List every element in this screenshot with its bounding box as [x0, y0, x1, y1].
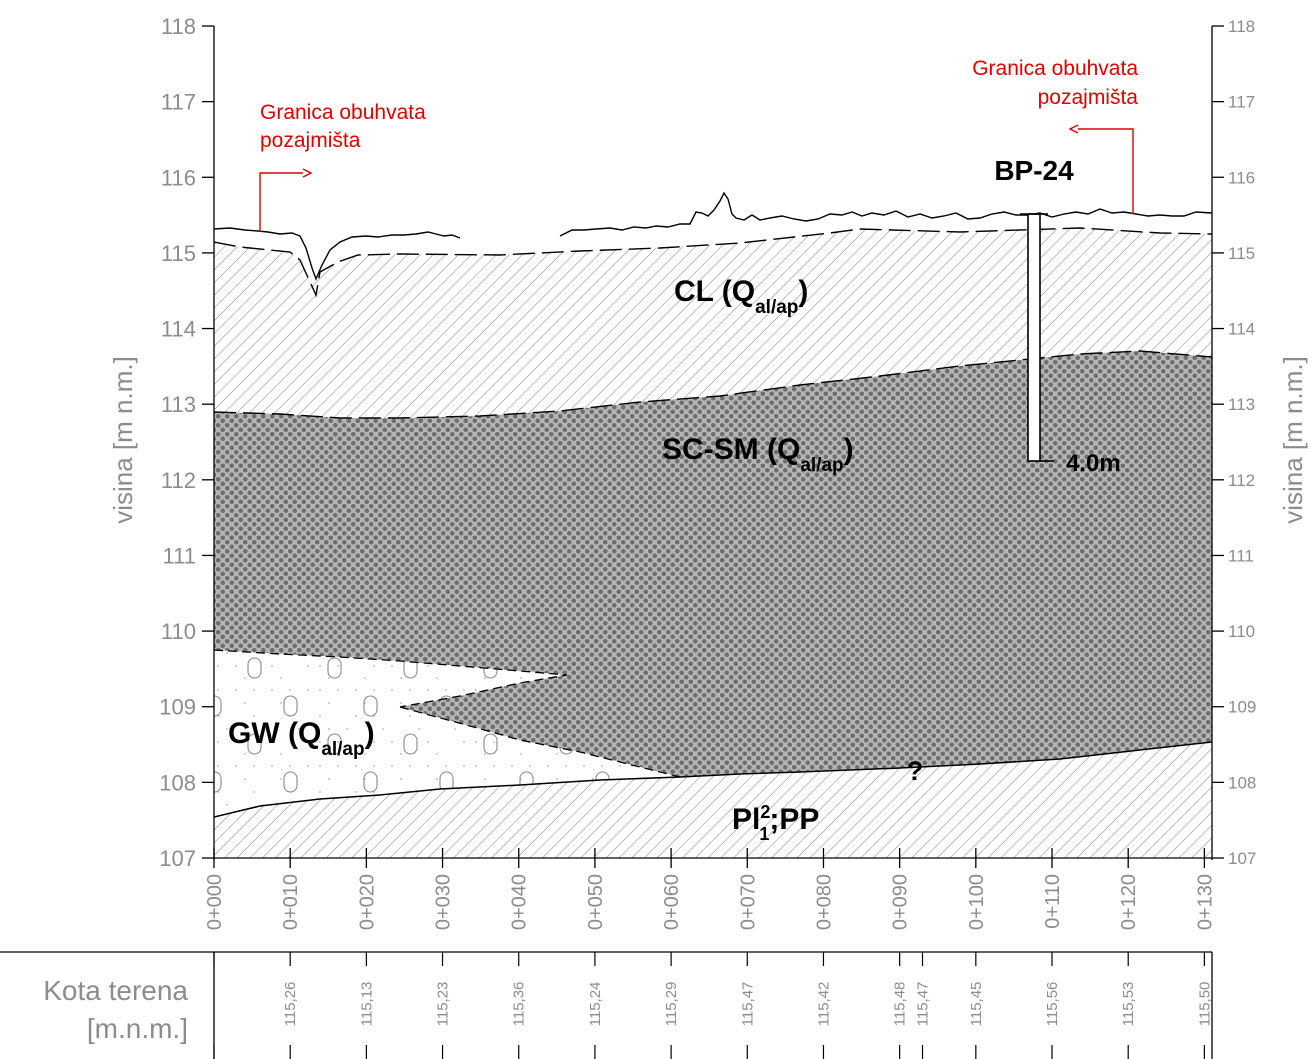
table-value: 115,56 [1044, 982, 1061, 1027]
layer-scsm-fill [214, 351, 1212, 777]
table-value: 115,48 [892, 982, 909, 1027]
table-label-line2: [m.n.m.] [87, 1013, 188, 1044]
y-tick-label-right: 108 [1228, 773, 1256, 792]
table-value: 115,23 [435, 982, 452, 1027]
cl-scsm-boundary [214, 350, 1212, 419]
table-value: 115,29 [663, 982, 680, 1027]
x-tick-label: 0+100 [966, 874, 988, 930]
y-tick-label-right: 117 [1228, 93, 1255, 112]
y-tick-label-right: 107 [1228, 849, 1256, 868]
uncertain-boundary-mark: ? [907, 756, 924, 786]
layer-label-gw: GW (Qal/ap) [228, 717, 375, 760]
y-tick-label-left: 111 [163, 543, 196, 568]
x-tick-label: 0+040 [509, 874, 531, 930]
y-tick-label-left: 118 [161, 14, 196, 39]
x-tick-label: 0+030 [433, 874, 455, 930]
x-tick-label: 0+110 [1042, 874, 1064, 929]
borehole-depth: 4.0m [1066, 450, 1121, 477]
y-tick-label-left: 117 [161, 90, 196, 115]
table-value: 115,13 [358, 982, 375, 1027]
y-tick-label-left: 114 [161, 317, 196, 342]
y-axis-label-right: visina [m n.m.] [1278, 356, 1308, 524]
arrow-left-icon [1068, 124, 1079, 134]
pl-top-boundary [214, 741, 1212, 818]
y-tick-label-right: 112 [1228, 471, 1255, 490]
boundary-left: Granica obuhvata pozajmišta [259, 101, 426, 232]
x-tick-label: 0+060 [661, 874, 683, 930]
terrain-line-right [559, 191, 1212, 237]
table-value: 115,50 [1196, 982, 1213, 1027]
x-tick-label: 0+020 [356, 874, 378, 930]
terrain-line-left [214, 227, 461, 281]
x-tick-label: 0+130 [1194, 874, 1216, 930]
table-value: 115,47 [915, 982, 932, 1027]
x-tick-label: 0+010 [280, 874, 302, 930]
table-value: 115,47 [739, 982, 756, 1027]
y-tick-label-right: 111 [1228, 546, 1254, 565]
y-tick-label-left: 108 [159, 770, 196, 795]
y-tick-label-right: 114 [1228, 320, 1255, 339]
x-tick-label: 0+090 [890, 874, 912, 930]
borehole-bp-24: BP-24 4.0m [994, 155, 1120, 477]
boundary-right-line2: pozajmišta [1038, 86, 1139, 109]
borehole-column [1027, 213, 1041, 462]
x-tick-label: 0+050 [585, 874, 607, 930]
x-tick-label: 0+120 [1118, 874, 1140, 930]
y-tick-label-right: 116 [1228, 168, 1255, 187]
boundary-left-line1: Granica obuhvata [260, 101, 426, 124]
y-tick-label-left: 113 [161, 392, 196, 417]
y-tick-label-left: 112 [161, 468, 196, 493]
x-tick-label: 0+080 [813, 874, 835, 930]
layer-pl-fill [214, 742, 1212, 858]
borehole-name: BP-24 [994, 155, 1074, 186]
table-value: 115,53 [1120, 982, 1137, 1027]
layer-cl-fill [214, 228, 1212, 418]
y-tick-label-left: 107 [159, 846, 196, 871]
table-value: 115,24 [587, 982, 604, 1027]
table-values: 115,26 115,13 115,23 115,36 115,24 115,29 115,… [213, 952, 1213, 1059]
layer-gw-fill [214, 650, 680, 817]
x-tick-label: 0+000 [204, 874, 226, 930]
boundary-right: Granica obuhvata pozajmišta [972, 57, 1138, 214]
y-tick-label-right: 118 [1228, 17, 1255, 36]
gw-lower-boundary [399, 706, 681, 778]
boundary-left-line2: pozajmišta [260, 129, 361, 152]
x-axis-ticks: 0+000 0+010 0+020 0+030 0+040 0+050 0+060 0+070… [204, 848, 1216, 930]
y-tick-label-left: 109 [159, 695, 196, 720]
y-tick-label-right: 113 [1228, 395, 1255, 414]
y-tick-label-right: 110 [1228, 622, 1255, 641]
boundary-right-line1: Granica obuhvata [972, 57, 1138, 80]
y-tick-label-right: 109 [1228, 698, 1256, 717]
table-value: 115,36 [511, 982, 528, 1027]
cl-top-boundary [214, 227, 1212, 298]
y-tick-label-right: 115 [1228, 244, 1255, 263]
layer-label-cl: CL (Qal/ap) [674, 275, 808, 318]
y-tick-label-left: 116 [161, 165, 196, 190]
table-value: 115,45 [968, 982, 985, 1027]
layer-label-scsm: SC-SM (Qal/ap) [662, 433, 854, 476]
y-tick-label-left: 115 [161, 241, 196, 266]
y-tick-label-left: 110 [161, 619, 196, 644]
table-value: 115,26 [282, 982, 299, 1027]
y-axis-label-left: visina [m n.m.] [108, 356, 138, 524]
arrow-right-icon [302, 168, 313, 178]
table-label-line1: Kota terena [43, 975, 188, 1006]
table-value: 115,42 [815, 982, 832, 1027]
x-tick-label: 0+070 [737, 874, 759, 930]
y-axis-ticks: 107 107 108 108 109 109 110 110 111 111 112 112 113 1… [159, 14, 1256, 871]
soil-layers [214, 191, 1212, 858]
